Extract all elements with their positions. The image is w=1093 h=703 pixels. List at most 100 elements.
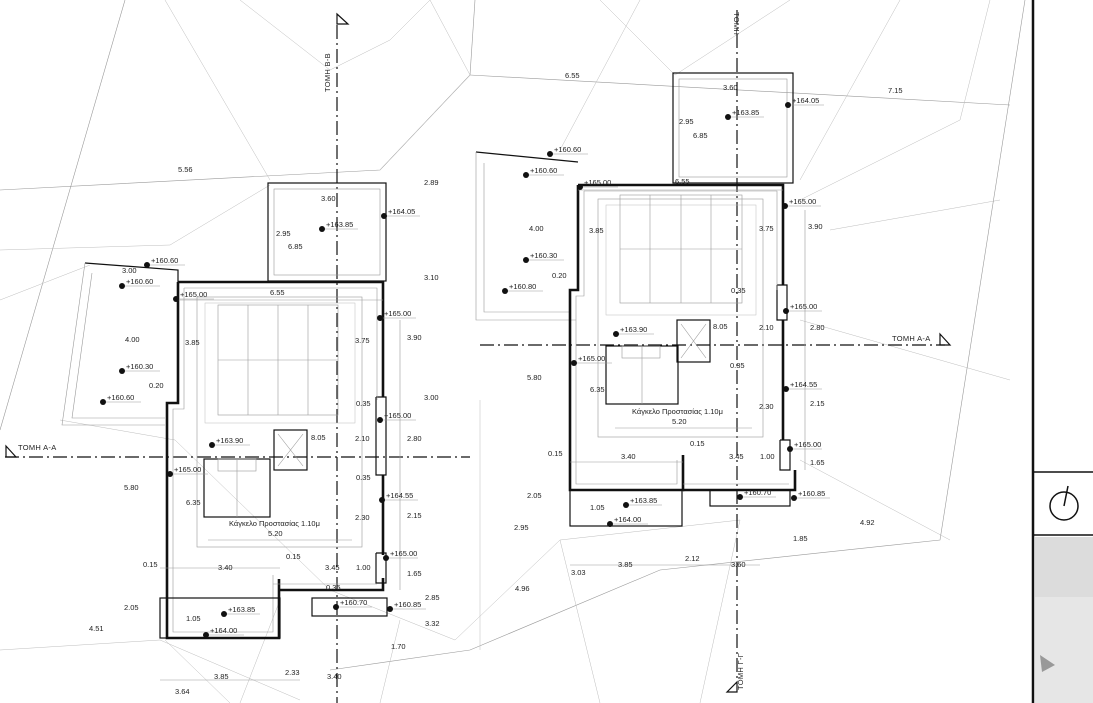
svg-text:3.75: 3.75 xyxy=(355,336,370,345)
svg-text:0.35: 0.35 xyxy=(326,583,341,592)
svg-text:3.00: 3.00 xyxy=(122,266,137,275)
section-label-gg: ΤΟΜΗ Γ-Γ xyxy=(736,653,745,690)
svg-text:+165.00: +165.00 xyxy=(174,465,201,474)
svg-text:3.40: 3.40 xyxy=(327,672,342,681)
svg-text:+160.60: +160.60 xyxy=(126,277,153,286)
svg-text:2.95: 2.95 xyxy=(276,229,291,238)
title-block xyxy=(1031,0,1093,703)
level-marker: +160.60 xyxy=(523,166,564,178)
svg-text:0.35: 0.35 xyxy=(731,286,746,295)
section-arrow-icon xyxy=(5,444,18,458)
level-marker: +163.85 xyxy=(319,220,358,232)
section-label-gg-top: ΤΟΜΗ xyxy=(732,12,741,35)
section-label-aa-right: ΤΟΜΗ Α-Α xyxy=(892,334,931,343)
left-unit xyxy=(61,182,388,640)
level-marker: +164.05 xyxy=(785,96,824,108)
svg-text:3.32: 3.32 xyxy=(425,619,440,628)
level-marker: +160.85 xyxy=(791,489,830,501)
svg-text:6.85: 6.85 xyxy=(693,131,708,140)
level-marker: +164.00 xyxy=(203,626,244,638)
svg-text:3.03: 3.03 xyxy=(571,568,586,577)
svg-text:2.30: 2.30 xyxy=(355,513,370,522)
railing-label-right: Κάγκελο Προστασίας 1.10μ xyxy=(632,407,723,416)
svg-text:3.45: 3.45 xyxy=(325,563,340,572)
svg-text:2.05: 2.05 xyxy=(124,603,139,612)
svg-text:0.15: 0.15 xyxy=(548,449,563,458)
svg-text:+165.00: +165.00 xyxy=(789,197,816,206)
svg-text:2.80: 2.80 xyxy=(407,434,422,443)
svg-text:5.20: 5.20 xyxy=(672,417,687,426)
svg-text:2.05: 2.05 xyxy=(527,491,542,500)
svg-text:+160.30: +160.30 xyxy=(126,362,153,371)
svg-text:+163.85: +163.85 xyxy=(630,496,657,505)
level-marker: +163.85 xyxy=(725,108,764,120)
svg-text:3.75: 3.75 xyxy=(759,224,774,233)
svg-text:+163.85: +163.85 xyxy=(228,605,255,614)
svg-text:1.70: 1.70 xyxy=(391,642,406,651)
section-lines xyxy=(5,10,952,703)
svg-text:3.85: 3.85 xyxy=(618,560,633,569)
level-marker: +160.60 xyxy=(144,256,185,268)
svg-text:+160.85: +160.85 xyxy=(798,489,825,498)
north-arrow-icon xyxy=(1049,485,1079,521)
svg-text:0.20: 0.20 xyxy=(149,381,164,390)
level-marker: +165.00 xyxy=(167,465,208,477)
svg-text:3.60: 3.60 xyxy=(321,194,336,203)
svg-text:+160.70: +160.70 xyxy=(340,598,367,607)
svg-text:2.95: 2.95 xyxy=(514,523,529,532)
level-marker: +165.00 xyxy=(377,411,416,423)
solar-panels xyxy=(619,194,743,304)
svg-text:2.95: 2.95 xyxy=(679,117,694,126)
solar-panels xyxy=(217,304,339,416)
svg-text:1.00: 1.00 xyxy=(760,452,775,461)
svg-text:2.15: 2.15 xyxy=(810,399,825,408)
svg-text:+165.00: +165.00 xyxy=(790,302,817,311)
level-marker: +160.70 xyxy=(737,488,776,500)
svg-text:6.85: 6.85 xyxy=(288,242,303,251)
svg-text:+164.05: +164.05 xyxy=(388,207,415,216)
svg-text:+163.90: +163.90 xyxy=(620,325,647,334)
svg-text:2.85: 2.85 xyxy=(425,593,440,602)
svg-text:0.35: 0.35 xyxy=(730,361,745,370)
svg-text:2.80: 2.80 xyxy=(810,323,825,332)
svg-text:3.10: 3.10 xyxy=(424,273,439,282)
svg-text:2.10: 2.10 xyxy=(759,323,774,332)
level-marker: +160.60 xyxy=(547,145,588,157)
svg-text:+160.60: +160.60 xyxy=(107,393,134,402)
level-marker: +165.00 xyxy=(782,197,821,209)
level-marker: +164.00 xyxy=(607,515,648,527)
svg-text:3.85: 3.85 xyxy=(185,338,200,347)
section-arrow-icon xyxy=(336,12,350,25)
svg-text:6.35: 6.35 xyxy=(590,385,605,394)
svg-text:+165.00: +165.00 xyxy=(180,290,207,299)
svg-text:2.89: 2.89 xyxy=(424,178,439,187)
svg-text:5.20: 5.20 xyxy=(268,529,283,538)
svg-text:5.56: 5.56 xyxy=(178,165,193,174)
svg-text:6.35: 6.35 xyxy=(186,498,201,507)
level-marker: +160.80 xyxy=(502,282,543,294)
level-marker: +165.00 xyxy=(783,302,822,314)
svg-text:+160.30: +160.30 xyxy=(530,251,557,260)
site-lines xyxy=(0,0,1026,703)
svg-text:0.20: 0.20 xyxy=(552,271,567,280)
svg-text:2.33: 2.33 xyxy=(285,668,300,677)
right-unit xyxy=(475,72,797,527)
svg-text:+164.55: +164.55 xyxy=(386,491,413,500)
svg-text:+164.00: +164.00 xyxy=(210,626,237,635)
left-level-markers: +160.60 +160.60 +160.30 +160.60 +165.00 … xyxy=(100,207,426,638)
level-marker: +160.60 xyxy=(100,393,141,405)
svg-text:+164.00: +164.00 xyxy=(614,515,641,524)
level-marker: +163.85 xyxy=(623,496,662,508)
svg-text:+160.60: +160.60 xyxy=(151,256,178,265)
svg-text:2.30: 2.30 xyxy=(759,402,774,411)
svg-text:2.12: 2.12 xyxy=(685,554,700,563)
svg-text:0.15: 0.15 xyxy=(286,552,301,561)
svg-text:3.90: 3.90 xyxy=(407,333,422,342)
svg-text:0.35: 0.35 xyxy=(356,399,371,408)
svg-text:3.40: 3.40 xyxy=(218,563,233,572)
level-marker: +160.70 xyxy=(333,598,372,610)
level-marker: +165.00 xyxy=(173,290,214,302)
svg-text:+164.05: +164.05 xyxy=(792,96,819,105)
svg-text:4.51: 4.51 xyxy=(89,624,104,633)
svg-text:+163.90: +163.90 xyxy=(216,436,243,445)
